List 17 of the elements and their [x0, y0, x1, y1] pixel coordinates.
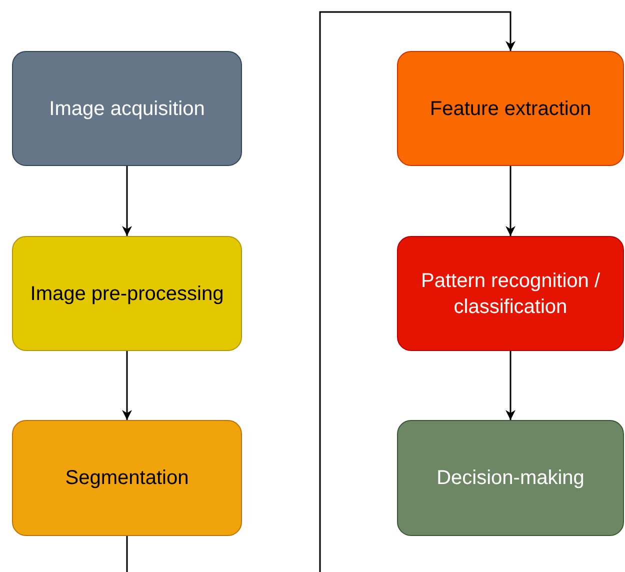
step-label: Pattern recognition / classification: [420, 268, 601, 320]
process-box: [12, 51, 242, 166]
process-box: [12, 420, 242, 536]
process-box: [397, 51, 624, 166]
arrow: [126, 11, 516, 572]
arrow: [122, 351, 132, 420]
arrow: [506, 166, 516, 236]
step-label: Decision-making: [436, 466, 584, 491]
arrow: [122, 166, 132, 236]
step-label: Feature extraction: [430, 96, 592, 122]
process-box: [12, 236, 242, 351]
process-box: [397, 236, 624, 351]
process-box: [397, 420, 624, 536]
step-label: Image acquisition: [49, 96, 205, 122]
step-label: Image pre-processing: [30, 282, 224, 306]
arrow: [506, 351, 516, 420]
step-label: Segmentation: [65, 466, 189, 491]
